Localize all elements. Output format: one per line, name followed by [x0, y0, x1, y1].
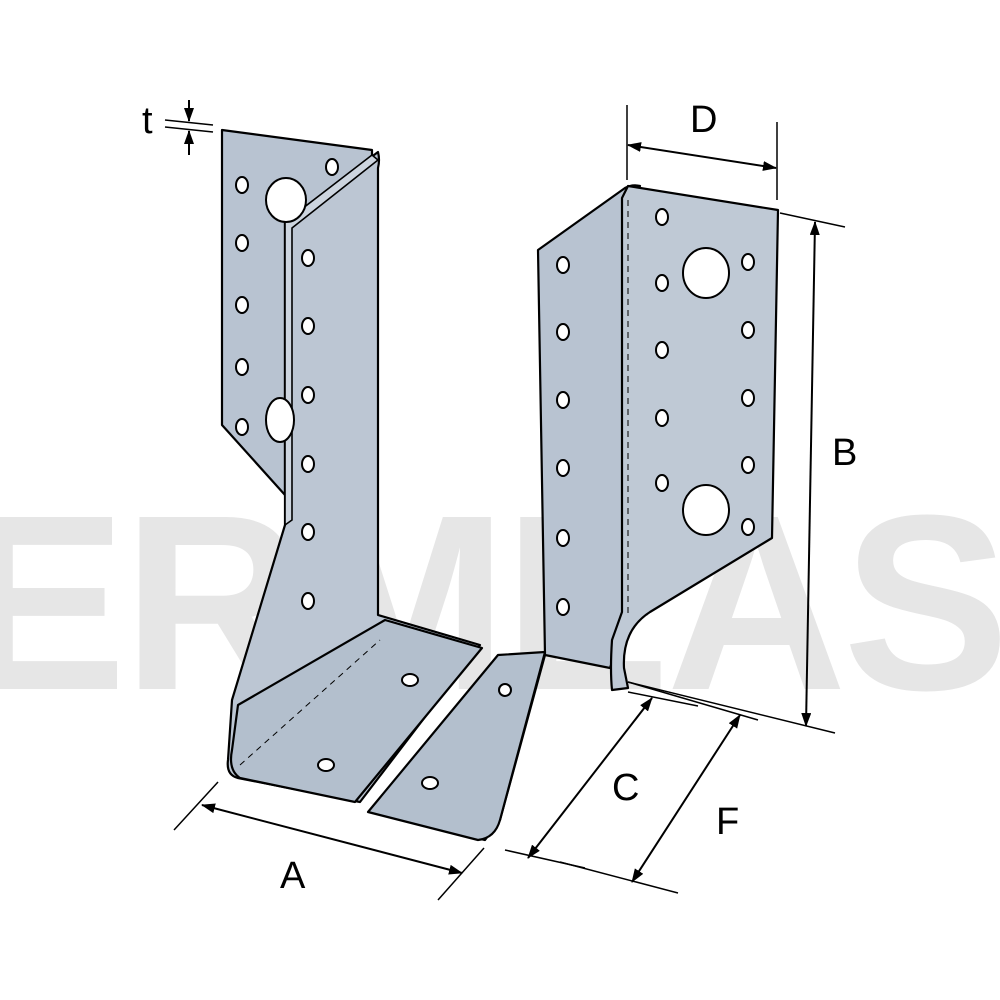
- dim-B: [627, 212, 846, 734]
- label-t: t: [142, 100, 153, 142]
- right-wall-holes: [421, 256, 570, 790]
- right-outer-flange: [609, 184, 780, 692]
- left-wall-holes: [301, 249, 419, 772]
- left-seat-fold-line: [239, 639, 381, 766]
- left-flange-holes: [235, 158, 339, 443]
- label-B: B: [832, 432, 857, 474]
- left-fold-edge: [284, 153, 380, 527]
- dim-F: [559, 681, 759, 894]
- right-bottom-seat: [366, 650, 547, 842]
- label-C: C: [612, 767, 639, 809]
- dim-t: [164, 100, 214, 155]
- label-A: A: [280, 855, 306, 897]
- dim-C: [504, 691, 699, 869]
- dim-D: [626, 105, 778, 200]
- left-bottom-seat: [229, 618, 484, 804]
- dim-A: [173, 781, 485, 901]
- label-F: F: [716, 801, 739, 843]
- label-D: D: [690, 99, 717, 141]
- right-flange-holes: [655, 208, 755, 536]
